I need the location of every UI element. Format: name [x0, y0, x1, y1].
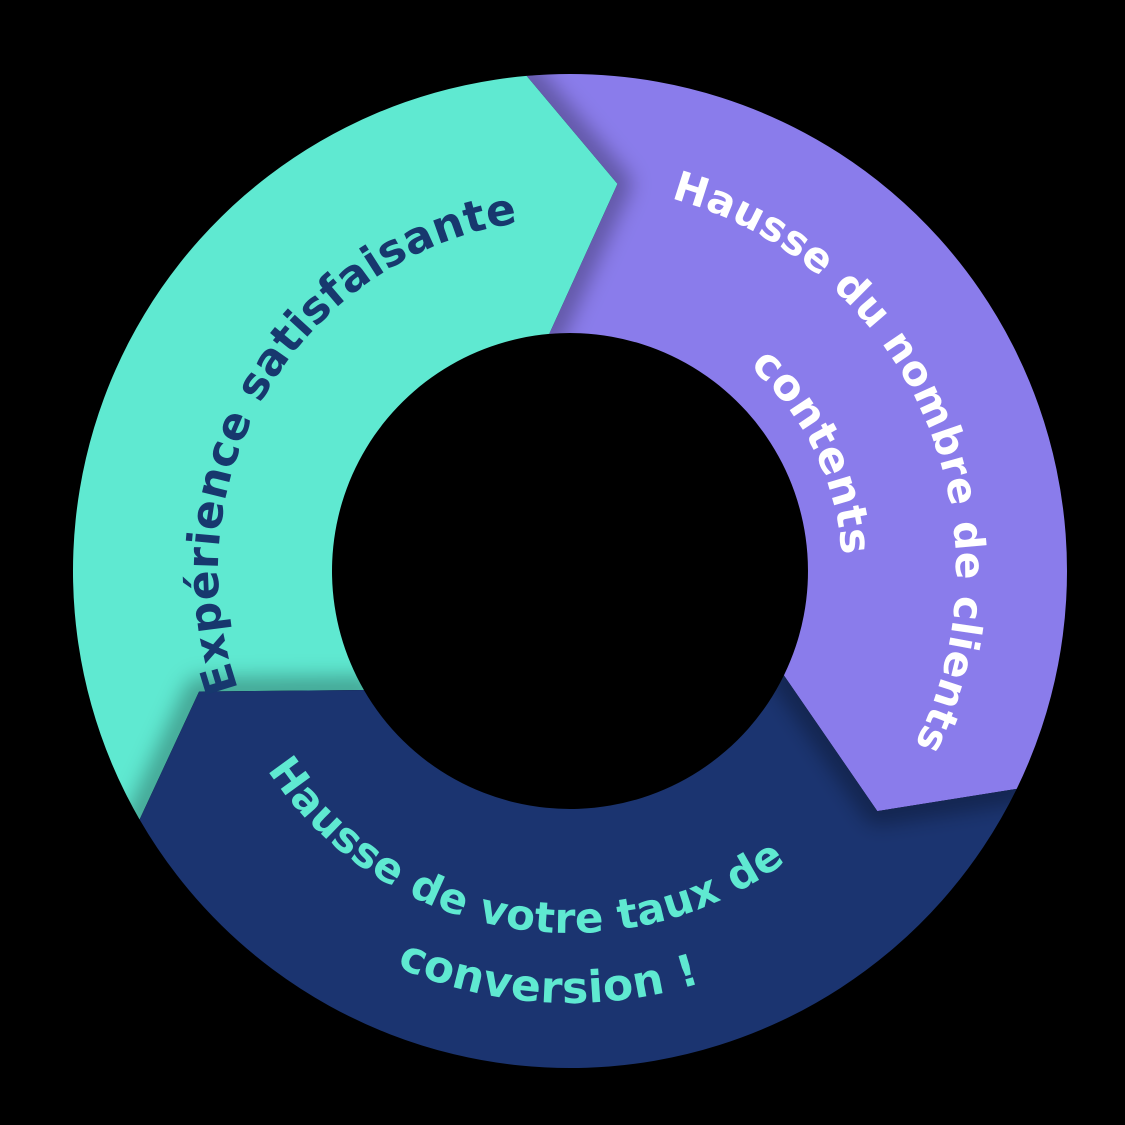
segment-experience — [72, 75, 618, 820]
segment-clients-contents — [526, 73, 1067, 812]
segment-conversion — [139, 675, 1017, 1069]
